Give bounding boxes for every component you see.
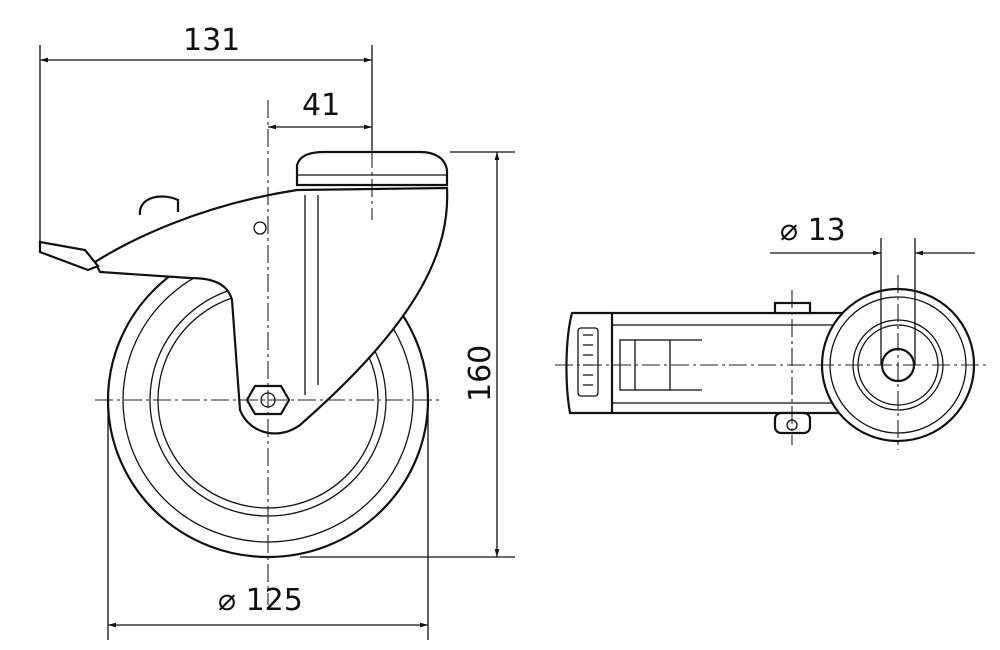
swivel-arm bbox=[610, 311, 844, 415]
dimension-label-13: ⌀ 13 bbox=[780, 213, 846, 248]
fork-housing bbox=[93, 186, 449, 435]
dimension-height: 160 bbox=[300, 151, 515, 558]
dimension-label-131: 131 bbox=[183, 23, 240, 58]
top-plate bbox=[295, 150, 449, 187]
dimension-label-125: ⌀ 125 bbox=[218, 583, 303, 618]
dimension-wheel-diameter: ⌀ 125 bbox=[107, 400, 429, 640]
dimension-bolt-hole-diameter: ⌀ 13 bbox=[770, 213, 975, 365]
dimension-label-160: 160 bbox=[463, 345, 498, 402]
dimension-overall-length: 131 bbox=[39, 23, 373, 245]
brake-housing bbox=[565, 311, 612, 415]
dimension-offset: 41 bbox=[268, 88, 372, 130]
dimension-label-41: 41 bbox=[302, 88, 340, 123]
brake-knob bbox=[138, 195, 180, 216]
side-view bbox=[38, 100, 449, 605]
brake-pedal bbox=[38, 240, 100, 272]
top-view bbox=[555, 275, 990, 450]
